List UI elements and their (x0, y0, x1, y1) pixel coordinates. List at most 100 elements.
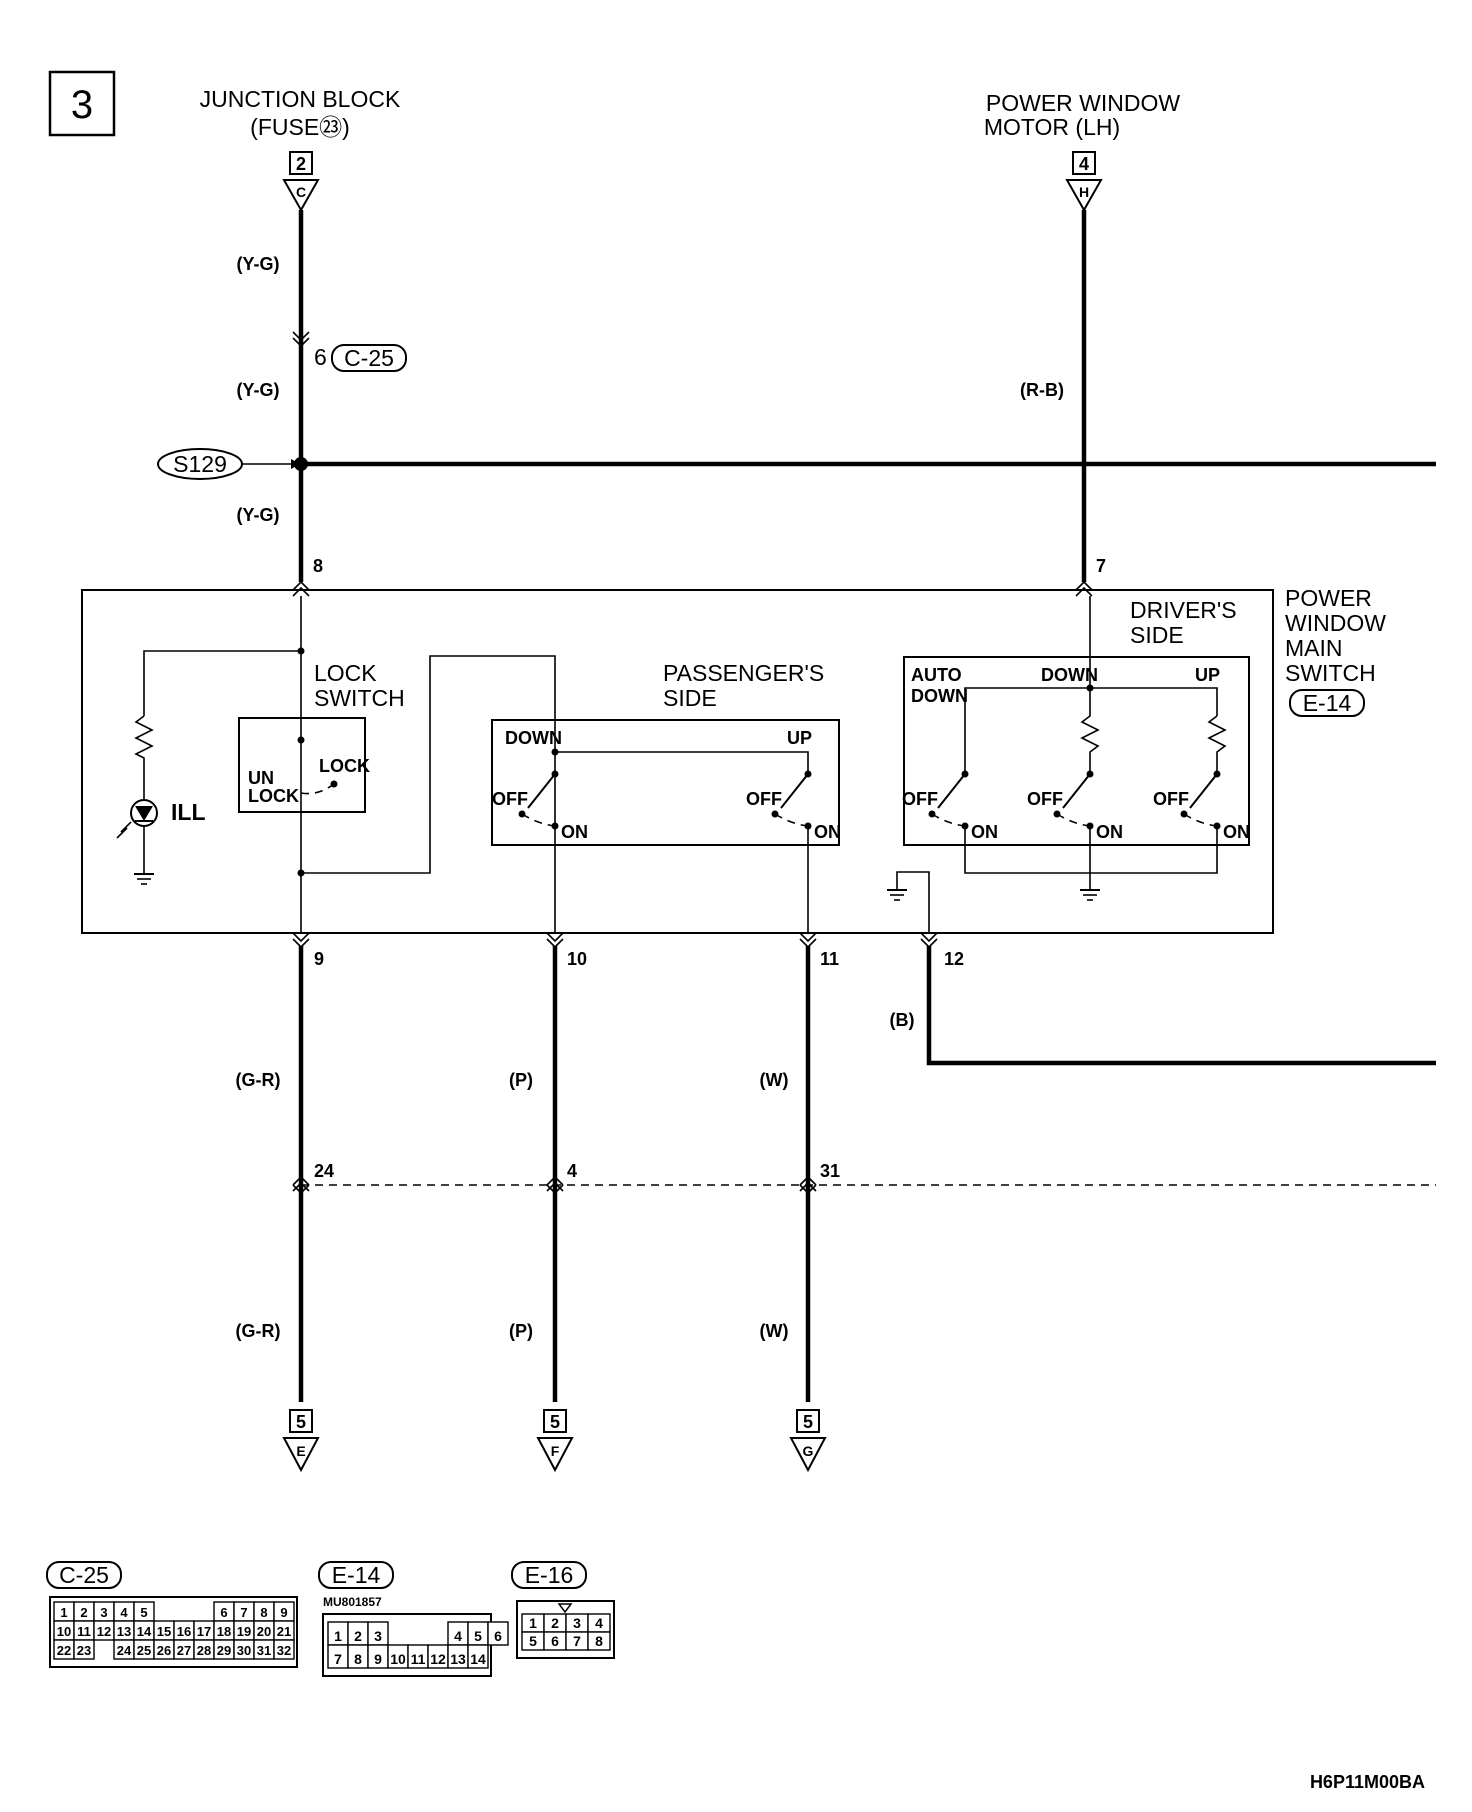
wire-b (926, 946, 1436, 1066)
connector-pin-number: 32 (277, 1643, 291, 1658)
connector-pin-number: 3 (374, 1628, 382, 1644)
wire-color-yg-1: (Y-G) (237, 254, 280, 274)
connector-pin-number: 9 (374, 1651, 382, 1667)
connector-pin-number: 10 (57, 1624, 71, 1639)
main-switch-name-1: POWER (1285, 585, 1372, 611)
main-switch-name-2: WINDOW (1285, 610, 1386, 636)
connector-pin-number: 3 (100, 1605, 107, 1620)
connector-pin-number: 4 (595, 1615, 603, 1631)
connector-pin-number: 13 (450, 1651, 466, 1667)
passenger-up: UP (787, 728, 812, 748)
ground-icon-pin12 (887, 889, 907, 901)
driver-down: DOWN (1041, 665, 1098, 685)
connector-pin-number: 13 (117, 1624, 131, 1639)
connector-pin-number: 12 (97, 1624, 111, 1639)
connector-pin-number: 31 (257, 1643, 271, 1658)
passenger-node-down (551, 748, 559, 756)
connector-pin-number: 14 (470, 1651, 486, 1667)
pin-4: 4 (567, 1161, 577, 1181)
connector-top-c-letter: C (296, 184, 306, 200)
connector-top-h: 4 H (1065, 151, 1103, 213)
c25-inline-mark (292, 331, 310, 348)
wire-color-gr-2: (G-R) (236, 1321, 281, 1341)
resistor-driver-up (1207, 715, 1227, 772)
connector-pin-number: 1 (529, 1615, 537, 1631)
lock-switch-box (238, 717, 366, 813)
splice-s129-label: S129 (173, 451, 227, 477)
cv-e16-key-icon (557, 1603, 573, 1614)
connector-pin-number: 10 (390, 1651, 406, 1667)
pw-motor-label-2: MOTOR (LH) (984, 114, 1120, 140)
pin-9: 9 (314, 949, 324, 969)
connector-pin-cell (587, 1631, 611, 1651)
cv-e14-part-no: MU801857 (323, 1595, 382, 1609)
connector-pin-number: 7 (573, 1633, 581, 1649)
connector-pin-number: 30 (237, 1643, 251, 1658)
resistor-ill (134, 715, 154, 800)
connector-pin-number: 4 (454, 1628, 462, 1644)
passenger-label-2: SIDE (663, 685, 717, 711)
main-switch-name-3: MAIN (1285, 635, 1343, 661)
connector-top-h-letter: H (1079, 184, 1089, 200)
passenger-down-on: ON (561, 822, 588, 842)
pin-7: 7 (1096, 556, 1106, 576)
driver-auto-off: OFF (902, 789, 938, 809)
driver-up-off: OFF (1153, 789, 1189, 809)
connector-pin-number: 9 (280, 1605, 287, 1620)
pin-7-mark (1075, 580, 1093, 597)
ground-icon-driver (1080, 889, 1100, 901)
lock-switch-unlock-2: LOCK (248, 786, 299, 806)
pin-11: 11 (820, 949, 839, 969)
connector-pin-number: 12 (430, 1651, 446, 1667)
driver-down-switch (1053, 770, 1094, 830)
driver-ground-bus (964, 826, 1218, 890)
connector-pin-number: 11 (411, 1651, 426, 1667)
connector-pin-number: 5 (140, 1605, 147, 1620)
wire-color-gr-1: (G-R) (236, 1070, 281, 1090)
passenger-label-1: PASSENGER'S (663, 660, 824, 686)
pin-8-mark (292, 580, 310, 597)
connector-pin-cell (487, 1621, 509, 1646)
driver-up-switch (1180, 770, 1221, 830)
connector-pin-number: 19 (237, 1624, 251, 1639)
connector-pin-number: 8 (260, 1605, 267, 1620)
passenger-up-switch (771, 770, 812, 830)
connector-bottom-g-letter: G (803, 1443, 814, 1459)
driver-auto-2: DOWN (911, 686, 968, 706)
driver-auto-1: AUTO (911, 665, 962, 685)
inline-connector-marks (292, 1175, 817, 1195)
passenger-down-off: OFF (492, 789, 528, 809)
cv-e14-ref-box (318, 1561, 394, 1589)
connector-bottom-f: 5 F (536, 1409, 574, 1473)
connector-pin-number: 2 (354, 1628, 362, 1644)
passenger-common-wire (555, 751, 809, 772)
connector-pin-number: 27 (177, 1643, 191, 1658)
wire-color-b: (B) (890, 1010, 915, 1030)
connector-pin-cell (273, 1639, 295, 1660)
ill-led-icon (116, 799, 158, 874)
connector-bottom-g-page: 5 (803, 1412, 813, 1432)
connector-pin-number: 21 (277, 1624, 291, 1639)
junction-block-label: JUNCTION BLOCK (200, 86, 401, 112)
cv-e16-ref: E-16 (525, 1562, 574, 1588)
driver-auto-switch (928, 770, 969, 830)
connector-pin-number: 8 (595, 1633, 603, 1649)
connector-pin-number: 6 (220, 1605, 227, 1620)
main-switch-name-4: SWITCH (1285, 660, 1376, 686)
connector-pin-number: 15 (157, 1624, 171, 1639)
pin-12: 12 (944, 949, 964, 969)
wire-color-w-1: (W) (760, 1070, 789, 1090)
passenger-up-on: ON (814, 822, 841, 842)
wire-color-yg-2: (Y-G) (237, 380, 280, 400)
ill-label: ILL (171, 799, 206, 825)
connector-pin-cell (467, 1644, 489, 1669)
lock-switch-label-1: LOCK (314, 660, 377, 686)
connector-pin-number: 24 (117, 1643, 132, 1658)
lock-switch-unlock-1: UN (248, 768, 274, 788)
int-wire-ill (143, 650, 301, 716)
connector-pin-number: 1 (60, 1605, 67, 1620)
connector-pin-number: 7 (334, 1651, 342, 1667)
int-wire-pin12 (896, 871, 930, 933)
